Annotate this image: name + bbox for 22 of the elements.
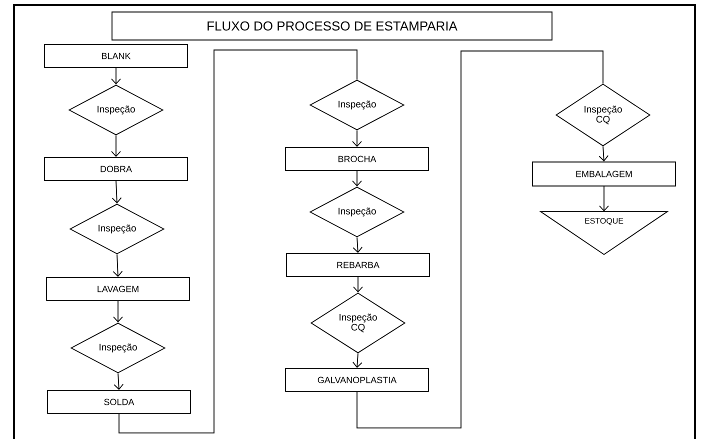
arrow bbox=[114, 372, 124, 390]
arrow bbox=[111, 68, 121, 85]
process-box: EMBALAGEM bbox=[532, 162, 676, 186]
arrow bbox=[352, 236, 363, 254]
arrow bbox=[352, 130, 362, 148]
title-box: FLUXO DO PROCESSO DE ESTAMPARIA bbox=[112, 12, 552, 40]
process-box: GALVANOPLASTIA bbox=[285, 368, 429, 392]
arrow bbox=[352, 352, 362, 368]
process-box: LAVAGEM bbox=[46, 277, 190, 301]
arrow bbox=[352, 170, 362, 187]
arrow bbox=[353, 276, 363, 293]
arrow bbox=[112, 254, 123, 278]
arrow bbox=[599, 186, 609, 212]
arrow bbox=[112, 180, 122, 204]
process-box: BROCHA bbox=[285, 147, 429, 171]
process-box: SOLDA bbox=[47, 390, 191, 414]
process-box: DOBRA bbox=[44, 157, 188, 181]
process-box: REBARBA bbox=[286, 253, 430, 277]
process-box: BLANK bbox=[44, 44, 188, 68]
arrow bbox=[111, 135, 121, 158]
arrow bbox=[598, 146, 609, 162]
arrow bbox=[113, 300, 123, 323]
